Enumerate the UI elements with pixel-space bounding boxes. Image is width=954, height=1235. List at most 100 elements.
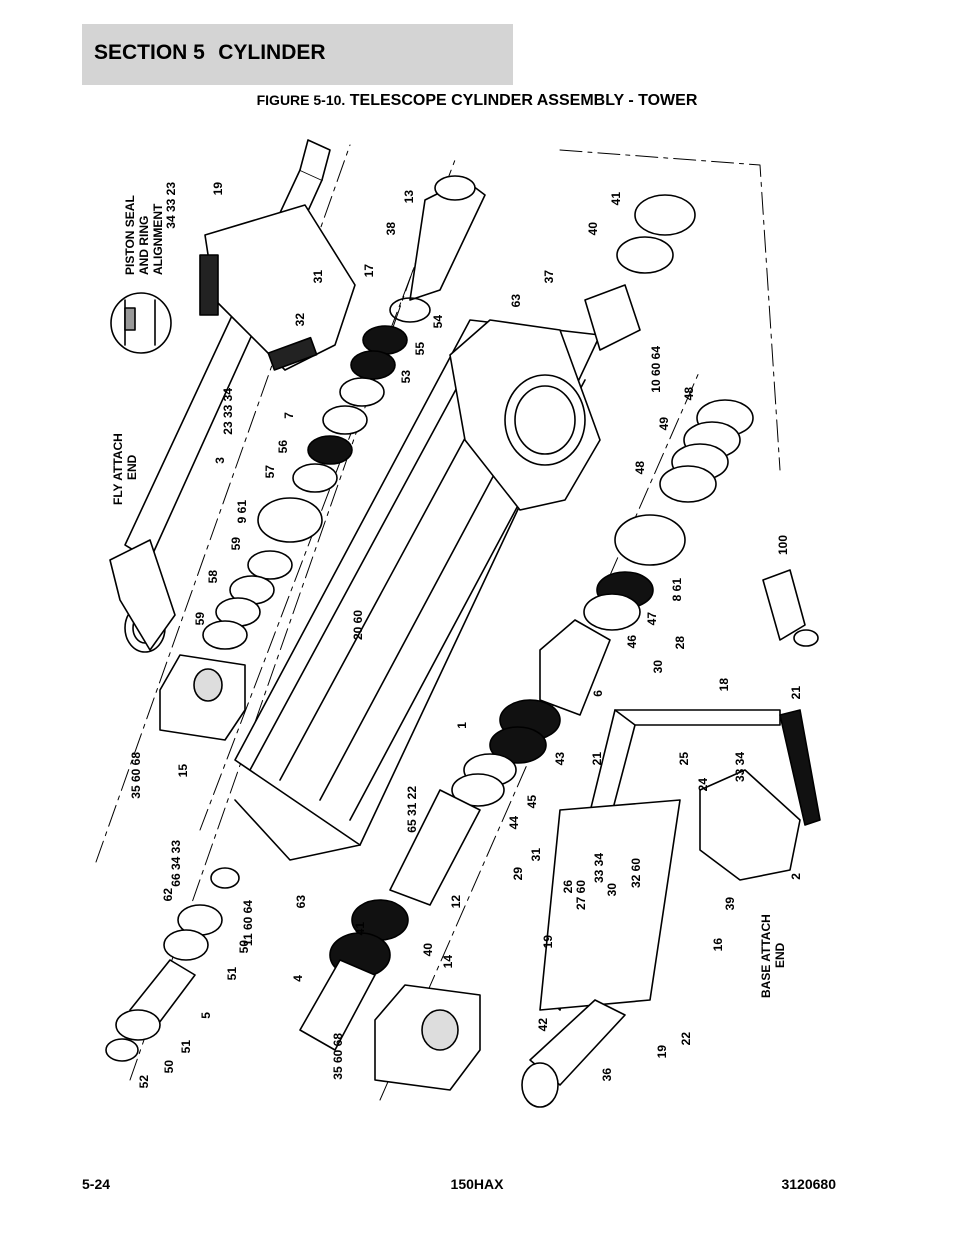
callout: 11 60 64	[241, 900, 255, 946]
figure-number: FIGURE 5-10.	[256, 92, 346, 108]
callout: 56	[276, 440, 290, 454]
callout: 16	[711, 938, 725, 952]
callout: 27 60	[574, 880, 588, 910]
callout: 34 33 23	[164, 182, 178, 229]
callout: 20 60	[351, 610, 365, 640]
callout: 63	[294, 895, 308, 909]
left-seal-stack	[105, 867, 240, 1062]
callout: 47	[645, 612, 659, 626]
callout: 37	[542, 270, 556, 284]
clamp-block-upper	[159, 654, 246, 741]
callout: 32 60	[629, 858, 643, 888]
page-number: 5-24	[82, 1176, 111, 1192]
lower-barrel	[299, 789, 481, 1051]
callout: 8 61	[670, 578, 684, 602]
callout: 24	[696, 778, 710, 792]
callout: 21	[590, 752, 604, 766]
piston	[451, 619, 611, 807]
mounting-plate	[449, 319, 601, 511]
callout: 35 60 68	[129, 752, 143, 799]
callout: 100	[776, 535, 790, 555]
callout: 53	[399, 370, 413, 384]
callout: 6	[591, 690, 605, 697]
base-frame	[521, 709, 821, 1108]
callout-labels: 34 33 23 19 13 38 41 40 37 31 32 17 63 5…	[129, 182, 803, 1089]
callout: 18	[717, 678, 731, 692]
callout: 5	[199, 1012, 213, 1019]
piston-seal-label-3: ALIGNMENT	[151, 203, 165, 275]
callout: 30	[605, 883, 619, 897]
callout: 3	[213, 457, 227, 464]
callout: 43	[553, 752, 567, 766]
callout: 44	[507, 816, 521, 830]
callout: 32	[293, 313, 307, 327]
callout: 59	[229, 537, 243, 551]
head-plate-top	[199, 204, 356, 371]
figure-title: FIGURE 5-10. TELESCOPE CYLINDER ASSEMBLY…	[0, 92, 954, 110]
fly-attach-label-2: END	[125, 454, 139, 480]
callout: 59	[193, 612, 207, 626]
callout: 48	[633, 461, 647, 475]
clamp-block-lower	[374, 984, 481, 1091]
callout: 48	[682, 387, 696, 401]
callout: 30	[651, 660, 665, 674]
section-header: SECTION 5 CYLINDER	[82, 24, 513, 85]
callout: 28	[673, 636, 687, 650]
callout: 55	[413, 342, 427, 356]
figure-caption: TELESCOPE CYLINDER ASSEMBLY - TOWER	[349, 92, 698, 109]
callout: 33 34	[733, 752, 747, 782]
callout: 25	[677, 752, 691, 766]
model-name: 150HAX	[450, 1176, 504, 1192]
callout: 40	[586, 222, 600, 236]
callout: 15	[176, 764, 190, 778]
callout: 38	[384, 222, 398, 236]
callout: 14	[441, 955, 455, 969]
callout: 10 60 64	[649, 346, 663, 393]
callout: 29	[511, 867, 525, 881]
callout: 50	[237, 940, 251, 954]
callout: 46	[625, 635, 639, 649]
callout: 19	[541, 935, 555, 949]
right-seal-stack	[583, 194, 754, 631]
callout: 62	[161, 888, 175, 902]
callout: 45	[525, 795, 539, 809]
seal-alignment-detail	[110, 292, 172, 354]
callout: 52	[137, 1075, 151, 1089]
section-number: SECTION 5	[94, 41, 205, 64]
callout: 58	[206, 570, 220, 584]
callout: 19	[211, 182, 225, 196]
callout: 17	[362, 264, 376, 278]
callout: 63	[509, 294, 523, 308]
callout: 33 34	[592, 853, 606, 883]
callout: 19	[655, 1045, 669, 1059]
callout: 22	[679, 1032, 693, 1046]
callout: 4	[291, 975, 305, 982]
callout: 7	[282, 412, 296, 419]
callout: 2	[789, 873, 803, 880]
upper-seal-stack	[202, 175, 486, 650]
base-attach-label-1: BASE ATTACH	[759, 914, 773, 998]
callout: 13	[402, 190, 416, 204]
callout: 40	[421, 943, 435, 957]
document-number: 3120680	[781, 1176, 836, 1192]
gland-detail	[762, 569, 819, 647]
callout: 41	[353, 922, 367, 936]
callout: 57	[263, 465, 277, 479]
piston-seal-label-2: AND RING	[137, 216, 151, 275]
callout: 54	[431, 315, 445, 329]
fly-attach-label-1: FLY ATTACH	[111, 433, 125, 505]
callout: 23 33 34	[221, 388, 235, 435]
callout: 39	[723, 897, 737, 911]
callout: 9 61	[235, 500, 249, 524]
callout: 49	[657, 417, 671, 431]
callout: 26	[561, 880, 575, 894]
callout: 65 31 22	[405, 786, 419, 833]
callout: 50	[162, 1060, 176, 1074]
section-title: CYLINDER	[218, 41, 326, 64]
piston-seal-label-1: PISTON SEAL	[123, 195, 137, 275]
callout: 35 60 68	[331, 1033, 345, 1080]
callout: 51	[179, 1040, 193, 1054]
callout: 21	[789, 686, 803, 700]
callout: 66 34 33	[169, 840, 183, 887]
